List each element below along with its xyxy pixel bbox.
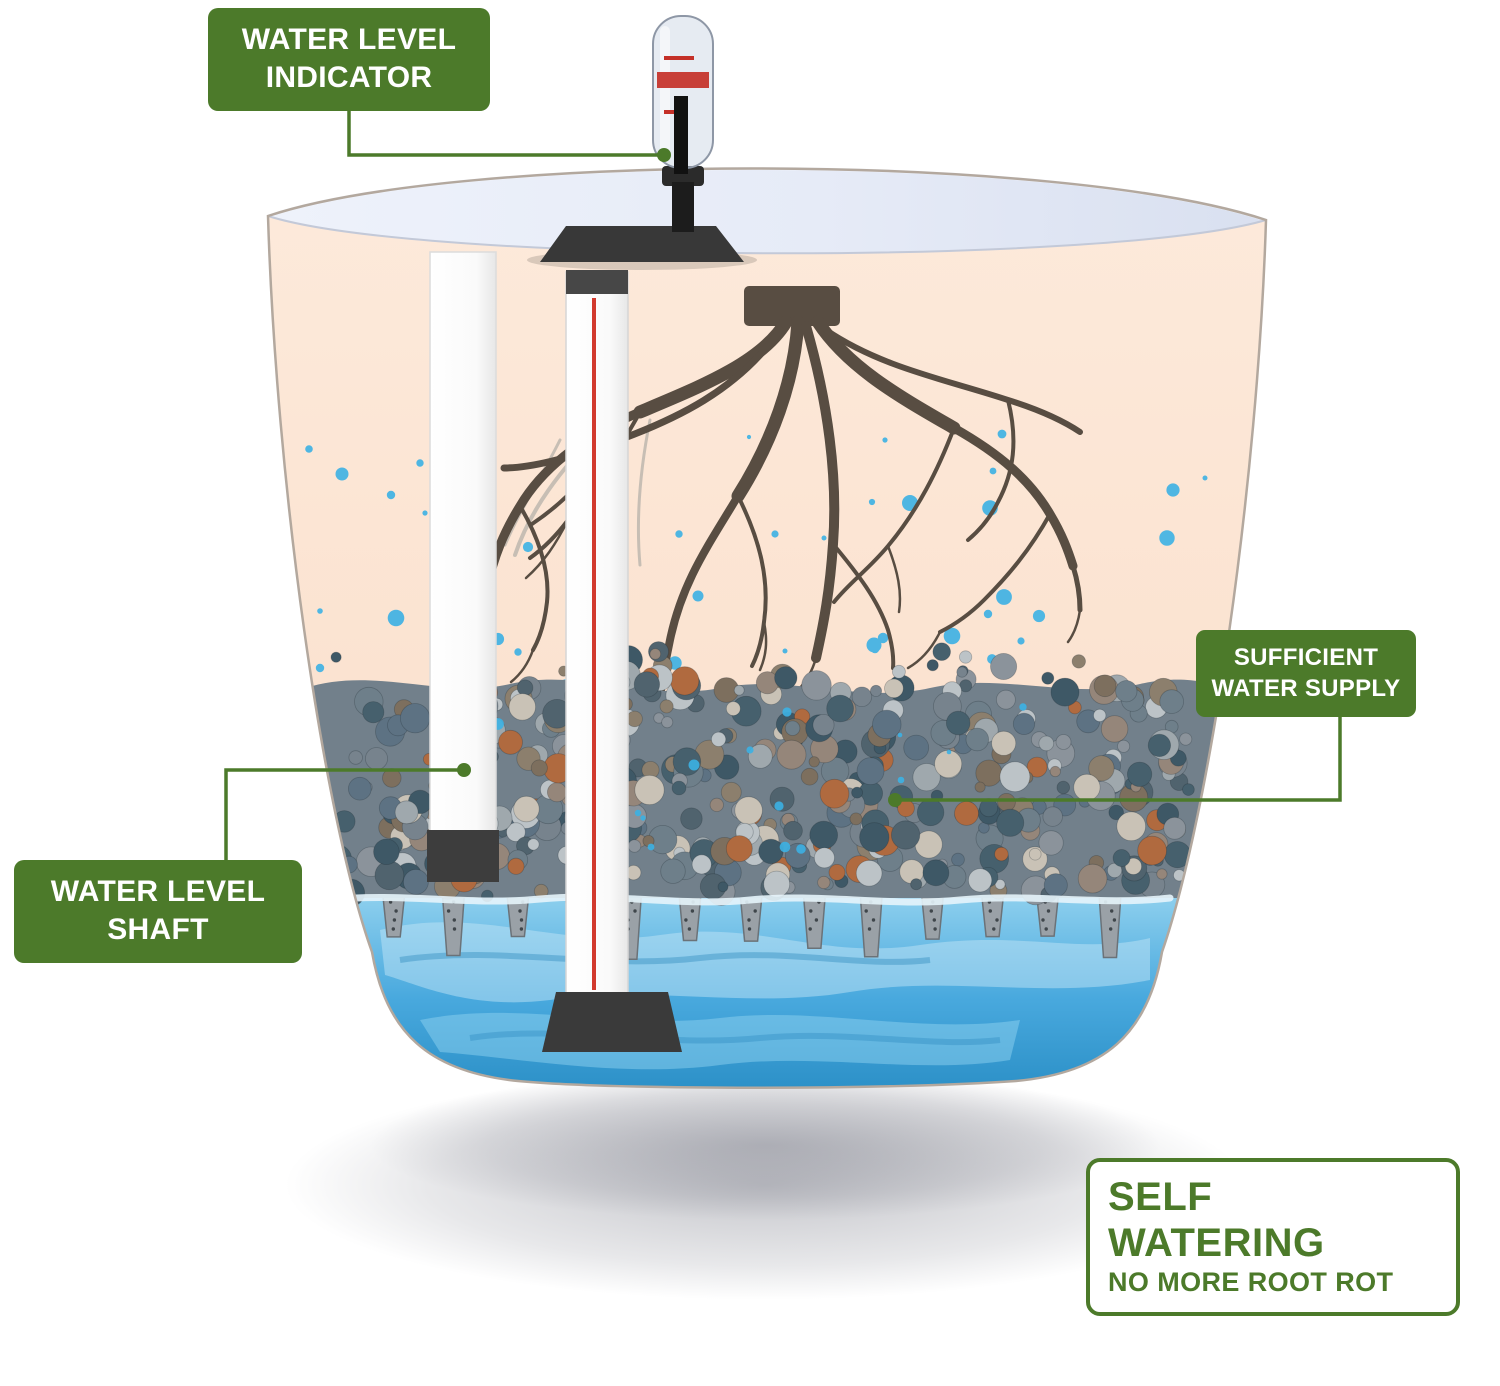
self-watering-subtitle: NO MORE ROOT ROT bbox=[1108, 1267, 1394, 1297]
ground-shadow bbox=[285, 1070, 1245, 1300]
water-level-shaft bbox=[427, 251, 499, 882]
callout-connector-indicator bbox=[347, 110, 671, 162]
pot-rim bbox=[268, 168, 1266, 254]
callout-sufficient-water-supply-line1: SUFFICIENT bbox=[1233, 644, 1379, 671]
pot-outline bbox=[266, 167, 1268, 1089]
self-watering-title: SELF WATERING bbox=[1108, 1175, 1325, 1265]
callout-water-level-shaft-line2: SHAFT bbox=[107, 913, 209, 947]
self-watering-badge: SELF WATERING NO MORE ROOT ROT bbox=[1086, 1158, 1460, 1317]
water-bubbles-in-gravel bbox=[492, 703, 1027, 854]
callout-connector-supply bbox=[888, 716, 1342, 807]
callout-sufficient-water-supply-line2: WATER SUPPLY bbox=[1211, 674, 1401, 702]
callout-water-level-indicator: WATER LEVEL INDICATOR bbox=[208, 8, 490, 111]
callout-water-level-shaft: WATER LEVEL SHAFT bbox=[14, 860, 302, 963]
callout-water-level-indicator-line1: WATER LEVEL bbox=[241, 23, 457, 56]
pot-rim-front-edge bbox=[267, 215, 1267, 255]
inner-watering-tube bbox=[542, 270, 682, 1052]
water-level-indicator bbox=[527, 15, 757, 270]
callout-water-level-indicator-line2: INDICATOR bbox=[265, 61, 433, 95]
callout-connector-shaft bbox=[224, 763, 471, 862]
callout-water-level-shaft-line1: WATER LEVEL bbox=[50, 875, 266, 908]
callout-sufficient-water-supply: SUFFICIENT WATER SUPPLY bbox=[1196, 630, 1416, 718]
